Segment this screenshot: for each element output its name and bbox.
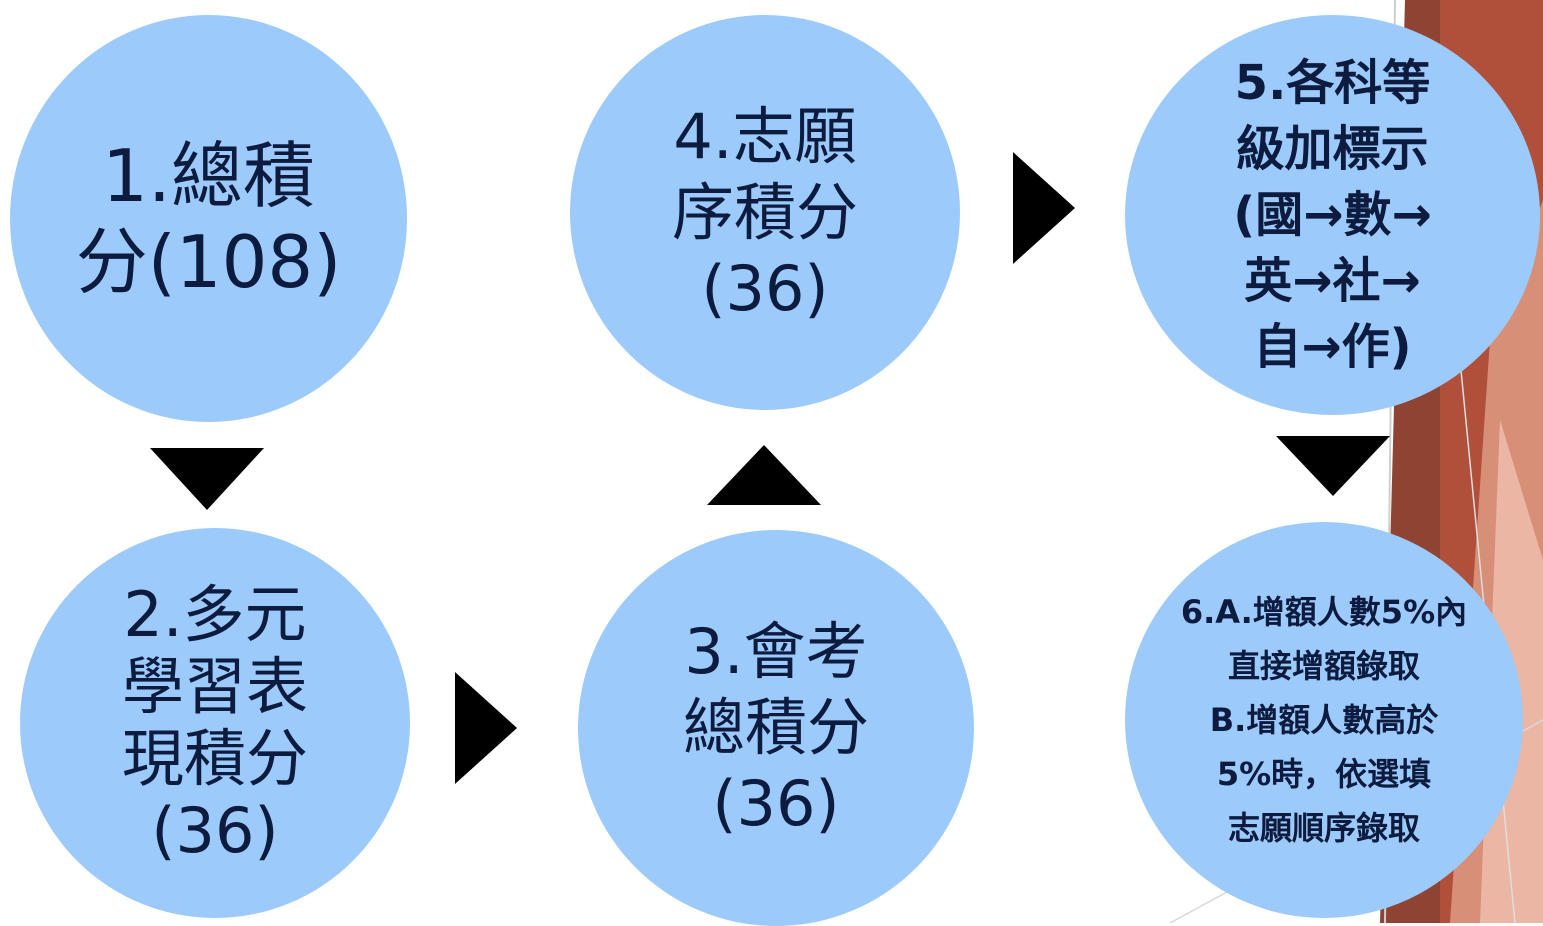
arrow-right-2-to-3 xyxy=(455,672,517,784)
arrow-up-3-to-4 xyxy=(707,445,821,505)
step-6-circle: 6.A.增額人數5%內 直接增額錄取 B.增額人數高於 5%時，依選填 志願順序… xyxy=(1125,522,1523,918)
arrow-down-1-to-2 xyxy=(150,448,264,510)
step-1-text: 1.總積 分(108) xyxy=(75,133,342,304)
step-5-circle: 5.各科等 級加標示 (國→數→ 英→社→ 自→作) xyxy=(1125,15,1540,415)
arrow-right-4-to-5 xyxy=(1013,152,1075,264)
step-5-text: 5.各科等 級加標示 (國→數→ 英→社→ 自→作) xyxy=(1233,55,1432,375)
step-6-text: 6.A.增額人數5%內 直接增額錄取 B.增額人數高於 5%時，依選填 志願順序… xyxy=(1180,593,1468,847)
arrow-down-5-to-6 xyxy=(1276,436,1390,496)
step-4-text: 4.志願 序積分 (36) xyxy=(671,99,858,325)
step-3-text: 3.會考 總積分 (36) xyxy=(682,615,869,840)
step-3-circle: 3.會考 總積分 (36) xyxy=(578,530,974,926)
step-4-circle: 4.志願 序積分 (36) xyxy=(570,15,960,410)
step-1-circle: 1.總積 分(108) xyxy=(10,15,407,422)
step-2-circle: 2.多元 學習表 現積分 (36) xyxy=(20,528,410,918)
step-2-text: 2.多元 學習表 現積分 (36) xyxy=(121,578,308,867)
